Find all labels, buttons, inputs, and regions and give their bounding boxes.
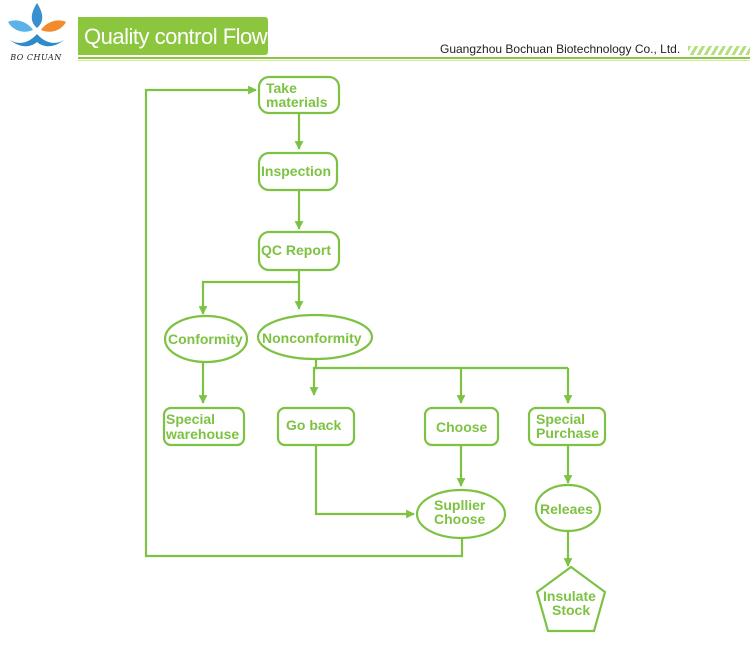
label-go-back: Go back — [286, 417, 341, 433]
page-title: Quality control Flow — [84, 24, 268, 49]
node-choose-shape — [423, 406, 500, 447]
node-go-back-shape — [276, 406, 356, 447]
label-insulate-stock: Insulate Stock — [543, 588, 600, 618]
label-supplier-choose: Supllier Choose — [434, 497, 489, 527]
label-conformity: Conformity — [168, 331, 243, 347]
arrow-qc-to-conformity — [198, 270, 301, 315]
node-conformity-shape — [163, 314, 249, 364]
node-qc-report-shape — [257, 230, 341, 272]
arrow-nonconformity-to-goback — [309, 358, 319, 396]
label-qc-report: QC Report — [261, 242, 331, 258]
node-inspection-shape — [257, 151, 339, 192]
node-releaes-shape — [534, 483, 602, 533]
label-special-purchase: Special Purchase — [536, 411, 599, 441]
label-nonconformity: Nonconformity — [262, 330, 362, 346]
node-supplier-choose-shape — [415, 488, 507, 540]
node-insulate-stock-shape — [535, 565, 607, 633]
logo-text: BO CHUAN — [10, 53, 62, 62]
label-choose: Choose — [436, 419, 488, 435]
node-special-purchase-shape — [527, 406, 607, 447]
header-rule — [78, 57, 750, 59]
leaf-logo-icon — [8, 3, 66, 47]
node-nonconformity-shape — [256, 313, 374, 361]
label-releaes: Releaes — [540, 501, 593, 517]
label-special-warehouse: Special warehouse — [165, 411, 239, 442]
label-inspection: Inspection — [261, 163, 331, 179]
title-banner — [78, 17, 268, 55]
arrow-goback-to-supplier — [314, 445, 415, 519]
company-name: Guangzhou Bochuan Biotechnology Co., Ltd… — [440, 42, 681, 56]
loop-back-to-take — [144, 85, 464, 558]
label-take-materials: Take materials — [266, 80, 328, 110]
company-logo — [0, 0, 76, 70]
node-take-materials-shape — [257, 75, 341, 115]
node-special-warehouse-shape — [162, 406, 246, 447]
header-rule-thin — [78, 60, 750, 61]
decorative-hatch — [688, 46, 750, 55]
